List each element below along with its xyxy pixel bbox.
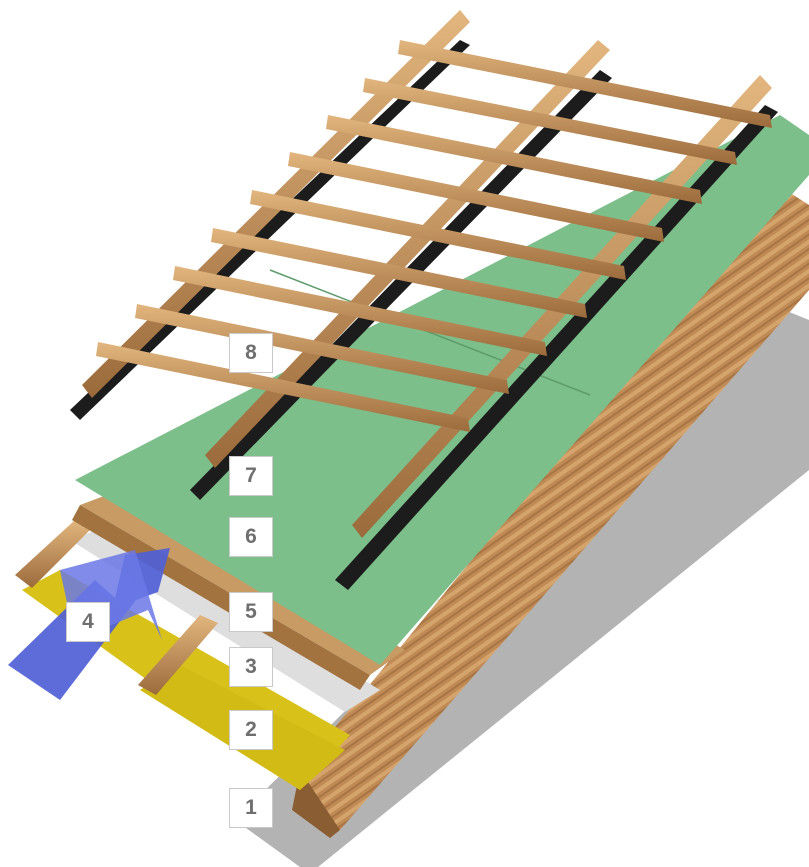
layer-label-2: 2 [229,710,273,750]
layer-label-1: 1 [229,788,273,828]
layer-label-6: 6 [229,517,273,557]
layer-label-7: 7 [229,456,273,496]
batten-4 [288,152,664,242]
layer-label-4: 4 [66,602,110,642]
layer-label-3: 3 [229,647,273,687]
batten-3 [326,115,702,204]
layer-label-8: 8 [229,333,273,373]
layer-label-5: 5 [229,592,273,632]
batten-1 [398,40,772,128]
